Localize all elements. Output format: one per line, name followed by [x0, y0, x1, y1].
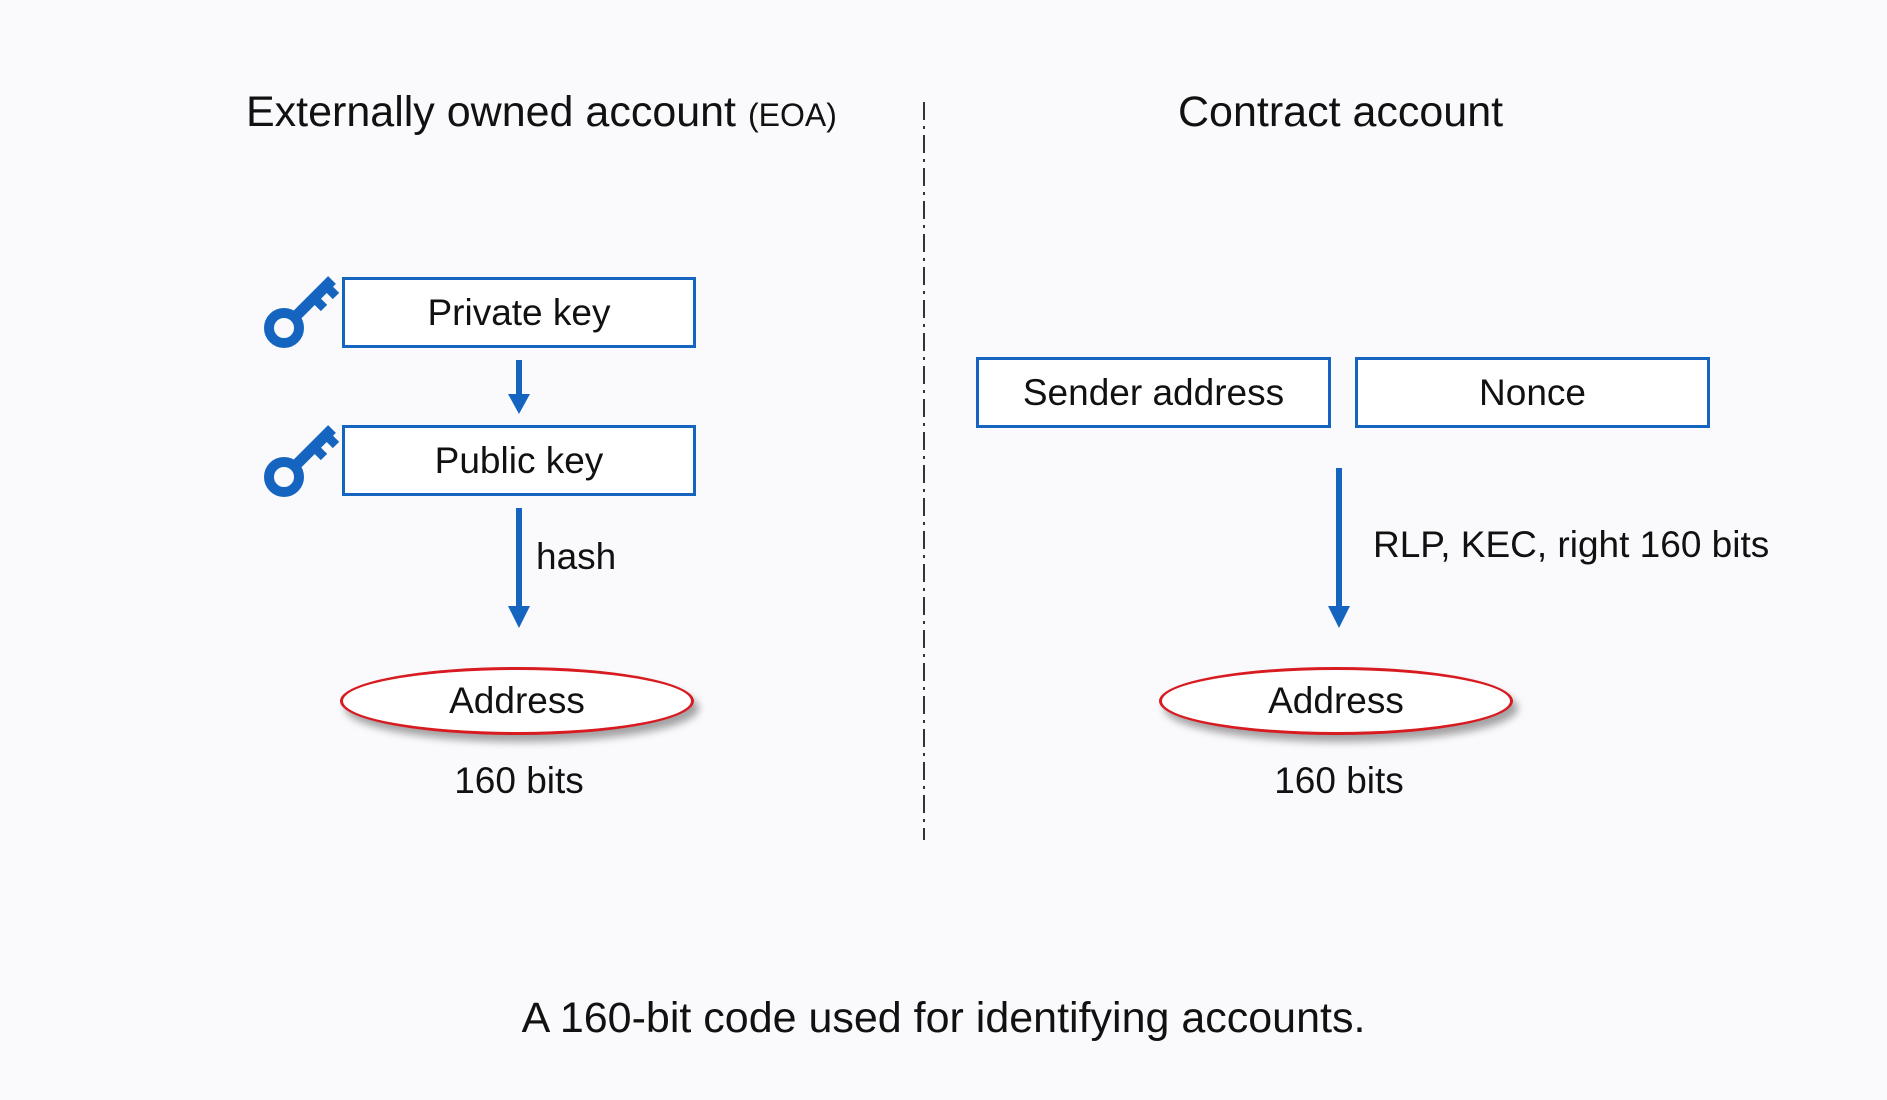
hash-label: hash — [536, 536, 617, 577]
caption: A 160-bit code used for identifying acco… — [521, 994, 1366, 1042]
arrow-inputs-to-address — [1328, 468, 1350, 628]
eoa-title-text: Externally owned account — [246, 88, 737, 136]
nonce-box: Nonce — [1355, 357, 1710, 428]
private-key-label: Private key — [427, 291, 611, 333]
contract-title: Contract account — [1178, 88, 1504, 136]
nonce-label: Nonce — [1479, 371, 1586, 413]
eoa-bits-label: 160 bits — [454, 760, 584, 801]
contract-address-ellipse: Address — [1159, 667, 1513, 735]
sender-address-label: Sender address — [1022, 371, 1285, 413]
contract-address-label: Address — [1268, 680, 1404, 721]
eoa-title: Externally owned account (EOA) — [246, 88, 837, 137]
derivation-label: RLP, KEC, right 160 bits — [1373, 524, 1770, 565]
eoa-address-ellipse: Address — [340, 667, 694, 735]
eoa-address-label: Address — [449, 680, 585, 721]
sender-address-box: Sender address — [976, 357, 1331, 428]
contract-bits-label: 160 bits — [1274, 760, 1404, 801]
public-key-box: Public key — [342, 425, 696, 496]
key-icon — [269, 429, 336, 492]
public-key-label: Public key — [434, 439, 604, 481]
arrow-public-to-address — [508, 508, 530, 628]
arrow-private-to-public — [508, 360, 530, 414]
private-key-box: Private key — [342, 277, 696, 348]
key-icon — [269, 280, 336, 343]
eoa-title-suffix: (EOA) — [747, 97, 837, 133]
